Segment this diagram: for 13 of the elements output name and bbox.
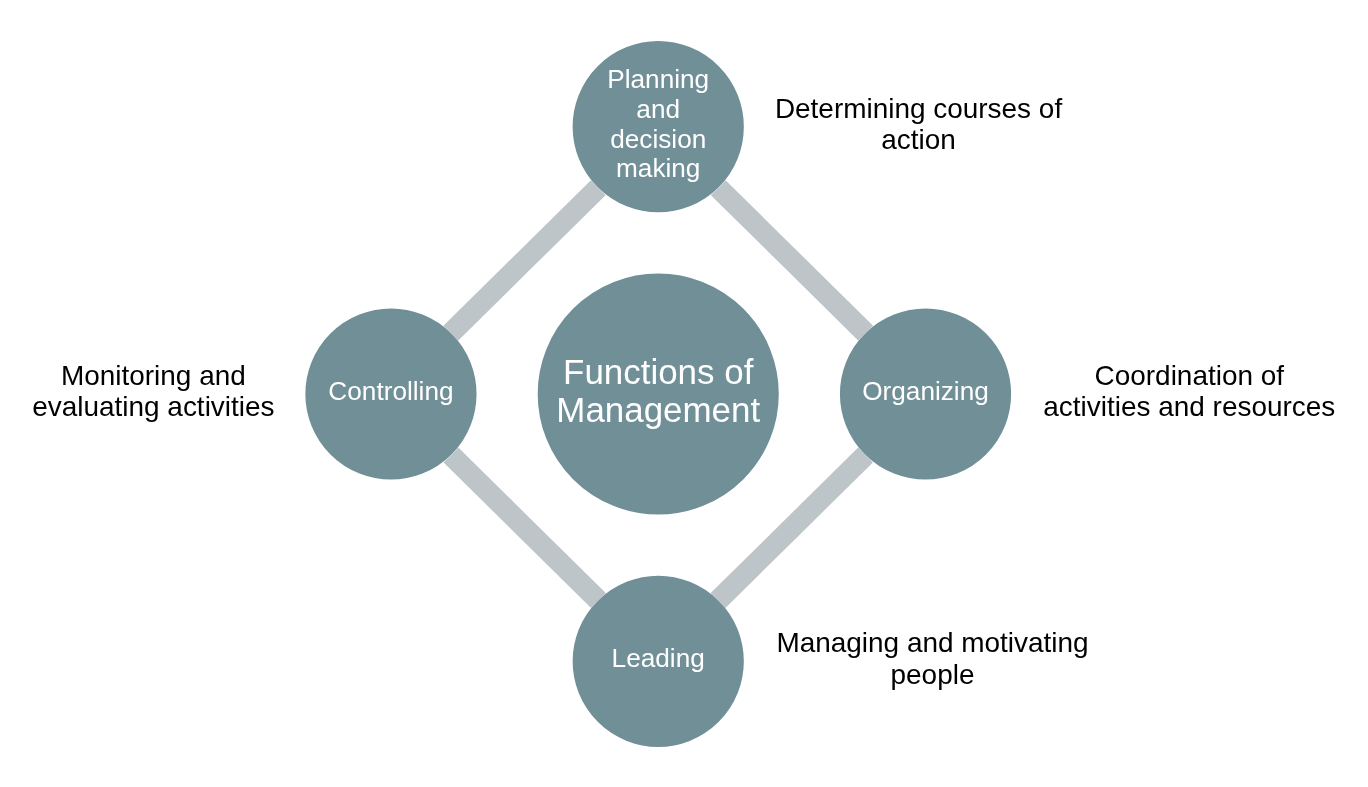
node-circle: Planning and decision making bbox=[572, 40, 744, 212]
node-label: Coordination of activities and resources bbox=[1043, 359, 1336, 422]
node-circle: Functions of Management bbox=[537, 272, 779, 515]
node-circle: Leading bbox=[572, 575, 744, 747]
node-label: Determining courses of action bbox=[774, 92, 1063, 155]
node-label: Monitoring and evaluating activities bbox=[32, 359, 275, 422]
connector bbox=[443, 179, 606, 341]
connector bbox=[710, 447, 873, 608]
node-circle: Controlling bbox=[305, 307, 477, 480]
node-label: Managing and motivating people bbox=[776, 626, 1089, 690]
connector bbox=[443, 447, 606, 608]
connector bbox=[710, 179, 874, 341]
node-circle: Organizing bbox=[839, 307, 1012, 480]
